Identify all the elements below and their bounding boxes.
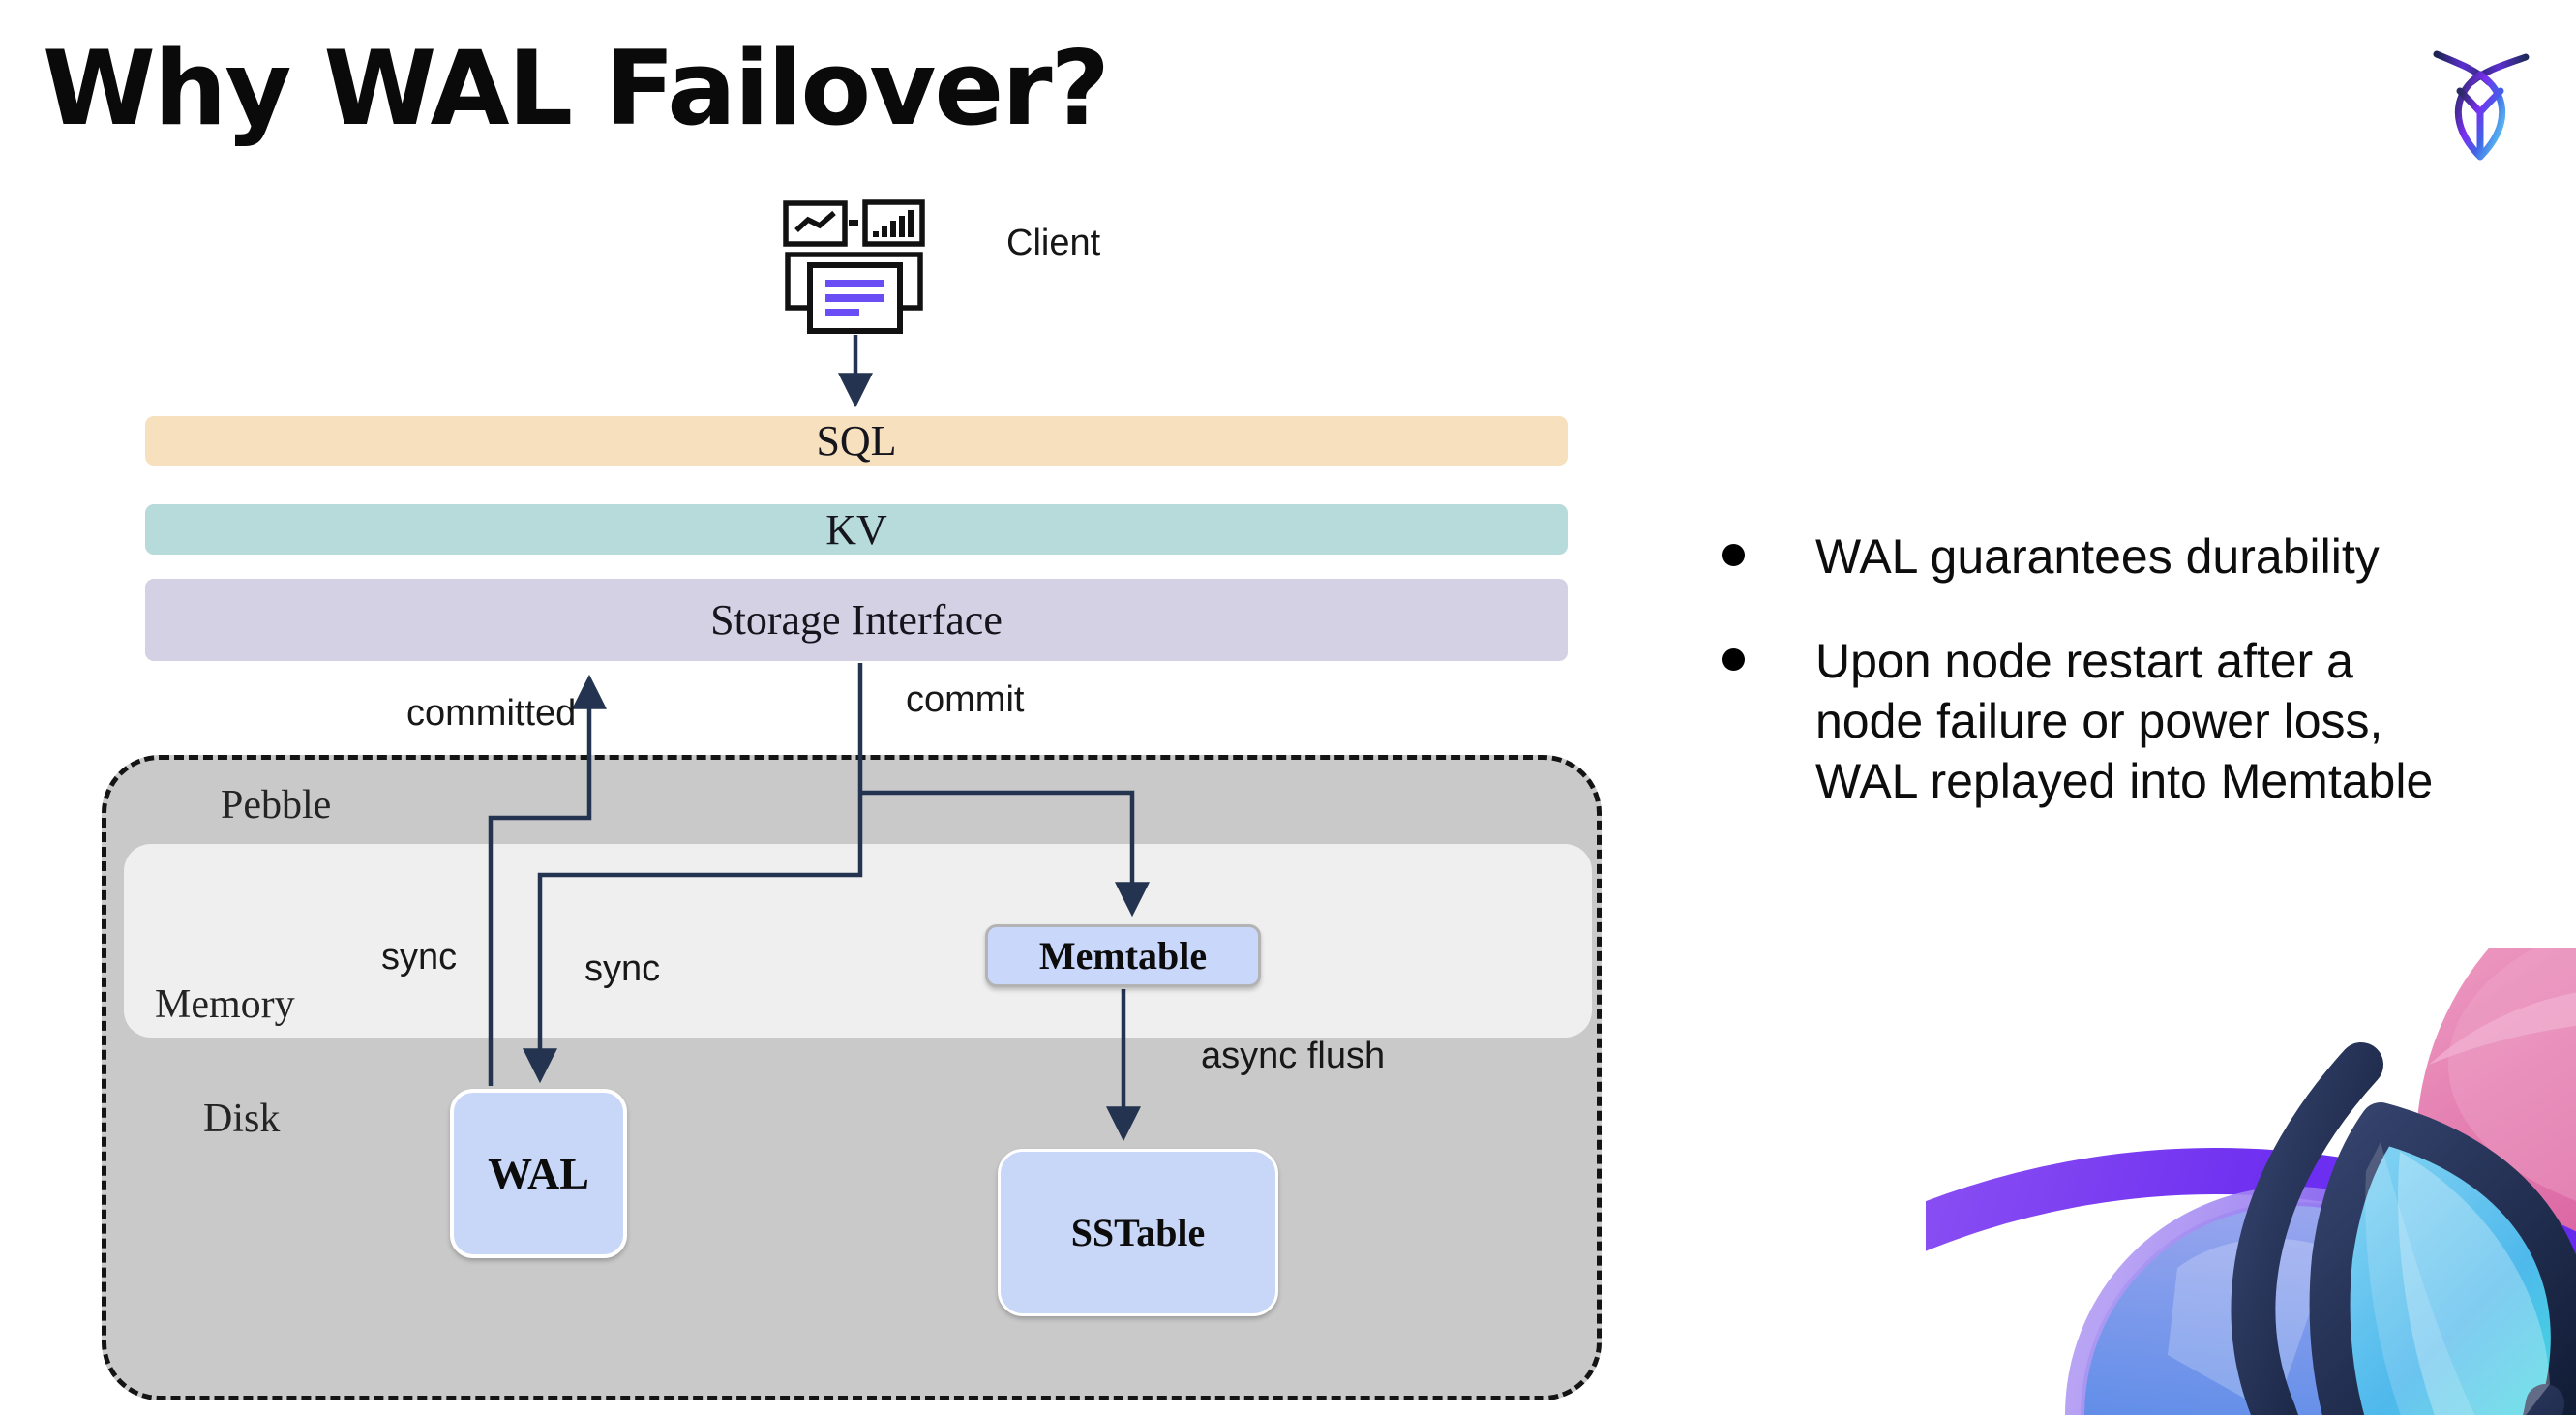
node-wal: WAL [450, 1089, 627, 1258]
edge-label-sync-lower: sync [584, 948, 661, 989]
layer-storage-interface: Storage Interface [145, 579, 1568, 661]
memory-region [124, 844, 1592, 1038]
layer-sql-label: SQL [816, 417, 897, 465]
memory-label: Memory [155, 982, 295, 1027]
node-sstable: SSTable [998, 1149, 1278, 1316]
line-chart-icon [783, 200, 848, 247]
sstable-label: SSTable [1070, 1211, 1206, 1254]
pebble-label: Pebble [221, 783, 332, 828]
client-icon [783, 199, 925, 334]
layer-storage-label: Storage Interface [710, 596, 1003, 644]
page-title: Why WAL Failover? [43, 29, 1110, 148]
disk-label: Disk [203, 1097, 281, 1141]
bullet-text: WAL guarantees durability [1815, 529, 2380, 584]
list-item: WAL guarantees durability [1711, 527, 2543, 587]
wal-label: WAL [488, 1149, 589, 1198]
memtable-label: Memtable [1038, 934, 1208, 978]
edge-label-commit: commit [906, 679, 1025, 720]
edge-label-async-flush: async flush [1201, 1036, 1386, 1076]
decorative-brand-graphic [1926, 948, 2576, 1415]
edge-label-sync-upper: sync [381, 937, 458, 978]
client-label: Client [1006, 223, 1101, 263]
edge-label-committed: committed [406, 693, 577, 734]
document-icon [785, 252, 923, 334]
layer-sql: SQL [145, 416, 1568, 466]
bullet-text: Upon node restart after a node failure o… [1815, 634, 2434, 808]
layer-kv: KV [145, 504, 1568, 555]
list-item: Upon node restart after a node failure o… [1711, 631, 2543, 811]
layer-kv-label: KV [825, 505, 887, 554]
node-memtable: Memtable [985, 924, 1261, 987]
bullet-icon [1722, 648, 1745, 671]
bullet-list: WAL guarantees durability Upon node rest… [1711, 527, 2543, 811]
bullet-icon [1722, 544, 1745, 566]
bar-chart-icon [862, 199, 925, 247]
cockroach-logo-icon [2433, 50, 2530, 161]
